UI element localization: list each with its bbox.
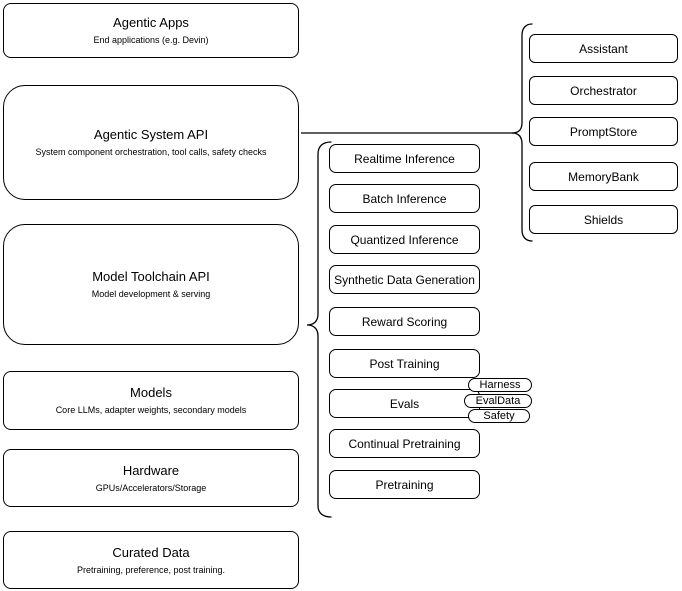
node-agentic-apps: Agentic Apps End applications (e.g. Devi… xyxy=(3,3,299,58)
node-title: Model Toolchain API xyxy=(92,269,210,284)
node-realtime-inference: Realtime Inference xyxy=(329,144,480,173)
node-subtitle: System component orchestration, tool cal… xyxy=(35,147,267,157)
node-evals: Evals xyxy=(329,389,480,418)
node-post-training: Post Training xyxy=(329,349,480,378)
node-models: Models Core LLMs, adapter weights, secon… xyxy=(3,371,299,430)
node-promptstore: PromptStore xyxy=(529,117,678,146)
node-pretraining: Pretraining xyxy=(329,470,480,499)
node-title: Agentic Apps xyxy=(113,15,189,30)
node-title: Agentic System API xyxy=(93,127,209,142)
node-hardware: Hardware GPUs/Accelerators/Storage xyxy=(3,449,299,507)
node-assistant: Assistant xyxy=(529,34,678,63)
toolchain-brace xyxy=(306,141,332,518)
node-shields: Shields xyxy=(529,205,678,234)
tag-evaldata: EvalData xyxy=(464,394,532,408)
node-subtitle: End applications (e.g. Devin) xyxy=(93,35,209,45)
node-agentic-system-api: Agentic System API System component orch… xyxy=(3,85,299,200)
node-model-toolchain-api: Model Toolchain API Model development & … xyxy=(3,224,299,345)
node-title: Curated Data xyxy=(112,544,190,560)
node-synthetic-data-generation: Synthetic Data Generation xyxy=(329,265,480,294)
node-reward-scoring: Reward Scoring xyxy=(329,307,480,336)
tag-safety: Safety xyxy=(468,409,530,423)
node-batch-inference: Batch Inference xyxy=(329,184,480,213)
node-subtitle: Pretraining, preference, post training. xyxy=(76,564,226,575)
node-subtitle: Core LLMs, adapter weights, secondary mo… xyxy=(55,405,247,415)
node-title: Models xyxy=(130,385,172,400)
node-continual-pretraining: Continual Pretraining xyxy=(329,429,480,458)
node-title: Hardware xyxy=(122,462,180,478)
tag-harness: Harness xyxy=(468,378,532,392)
node-subtitle: GPUs/Accelerators/Storage xyxy=(95,482,207,493)
node-memorybank: MemoryBank xyxy=(529,162,678,191)
node-curated-data: Curated Data Pretraining, preference, po… xyxy=(3,531,299,589)
node-quantized-inference: Quantized Inference xyxy=(329,225,480,254)
node-subtitle: Model development & serving xyxy=(91,289,211,299)
node-orchestrator: Orchestrator xyxy=(529,76,678,105)
